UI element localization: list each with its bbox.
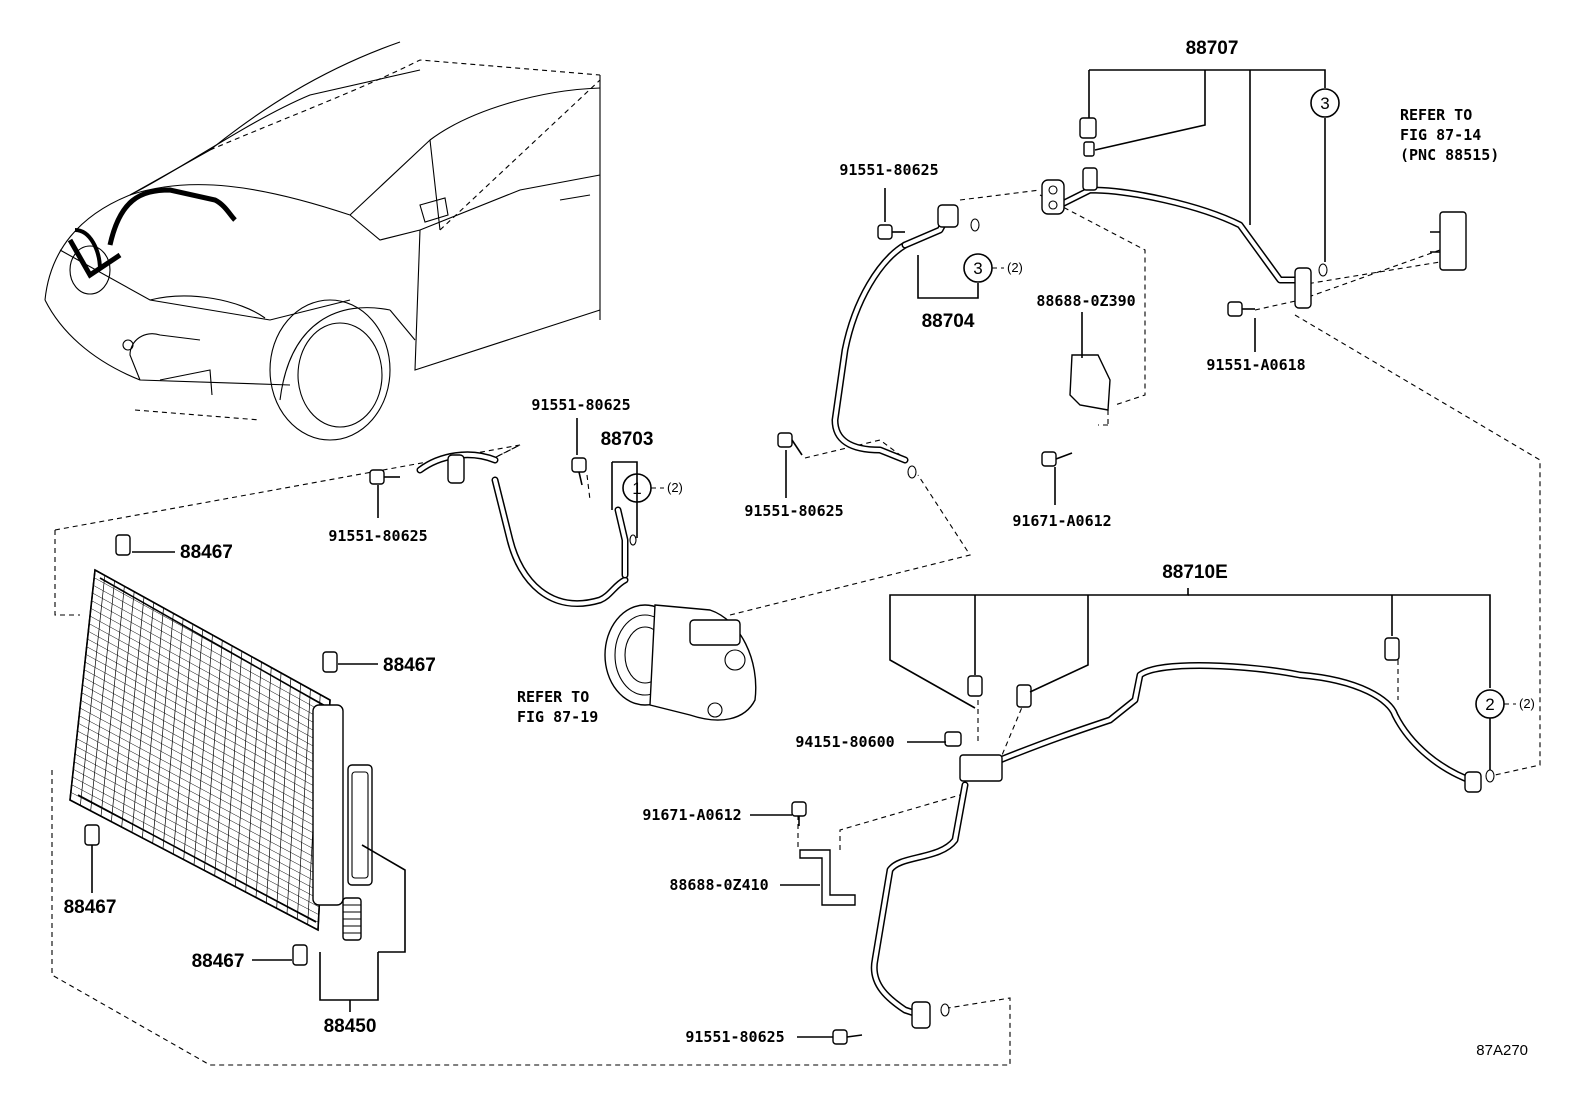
callout-bolt-91551-80625-b[interactable]: 91551-80625 (531, 396, 630, 414)
callout-94151-80600[interactable]: 94151-80600 (795, 733, 894, 751)
marker-3-top (1310, 88, 1340, 118)
refer-note-line-3: (PNC 88515) (1400, 146, 1499, 164)
refer-note-line-1: REFER TO (517, 688, 589, 706)
marker-2-label: 2 (1485, 695, 1494, 714)
condenser (69, 534, 373, 966)
assembly-guide-lines (51, 189, 1541, 1066)
marker-1-label: 1 (632, 479, 641, 498)
callout-bolt-91551-80625-a[interactable]: 91551-80625 (839, 161, 938, 179)
callout-88710e[interactable]: 88710E (1162, 562, 1228, 583)
callout-88450[interactable]: 88450 (324, 1016, 377, 1037)
marker-3-top-label: 3 (1320, 94, 1329, 113)
vehicle-illustration (44, 41, 601, 441)
pipe-88710e (870, 662, 1482, 1029)
callout-91671-a0612-a[interactable]: 91671-A0612 (1012, 512, 1111, 530)
reference-markers: 3 3 (2) 1 (2) 2 (2) (622, 88, 1535, 719)
callout-91551-a0618[interactable]: 91551-A0618 (1206, 356, 1305, 374)
refer-note-line-2[interactable]: FIG 87-19 (517, 708, 598, 726)
callout-88688-0z390[interactable]: 88688-0Z390 (1036, 292, 1135, 310)
marker-3-mid-label: 3 (973, 259, 982, 278)
refer-note-line-2[interactable]: FIG 87-14 (1400, 126, 1481, 144)
marker-3-quantity: (2) (1007, 260, 1023, 275)
callout-88688-0z410[interactable]: 88688-0Z410 (669, 876, 768, 894)
leader-lines (91, 69, 1491, 1038)
marker-2-quantity: (2) (1519, 696, 1535, 711)
callout-88467-c[interactable]: 88467 (64, 897, 117, 918)
callout-88703[interactable]: 88703 (601, 429, 654, 450)
callout-bolt-91551-80625-c[interactable]: 91551-80625 (328, 527, 427, 545)
part-callouts: 88707 91551-80625 88704 88688-0Z390 9155… (64, 38, 1306, 1046)
figure-id: 87A270 (1476, 1042, 1528, 1059)
refer-note-line-1: REFER TO (1400, 106, 1472, 124)
pipe-88703 (416, 451, 629, 608)
condenser-fins (69, 569, 331, 931)
callout-88467-d[interactable]: 88467 (192, 951, 245, 972)
refer-note-expansion-valve: REFER TO FIG 87-14 (PNC 88515) (1400, 106, 1499, 164)
callout-88704[interactable]: 88704 (922, 311, 975, 332)
callout-bolt-91551-80625-e[interactable]: 91551-80625 (685, 1028, 784, 1046)
pipe-88707 (1041, 167, 1312, 309)
callout-bolt-91551-80625-d[interactable]: 91551-80625 (744, 502, 843, 520)
compressor (604, 604, 757, 721)
callout-91671-a0612-b[interactable]: 91671-A0612 (642, 806, 741, 824)
callout-88467-b[interactable]: 88467 (383, 655, 436, 676)
callout-88467-a[interactable]: 88467 (180, 542, 233, 563)
refer-note-compressor: REFER TO FIG 87-19 (517, 688, 598, 726)
marker-1-quantity: (2) (667, 480, 683, 495)
fasteners (369, 117, 1495, 1045)
pipe-88704 (831, 204, 959, 464)
callout-88707[interactable]: 88707 (1186, 38, 1239, 59)
